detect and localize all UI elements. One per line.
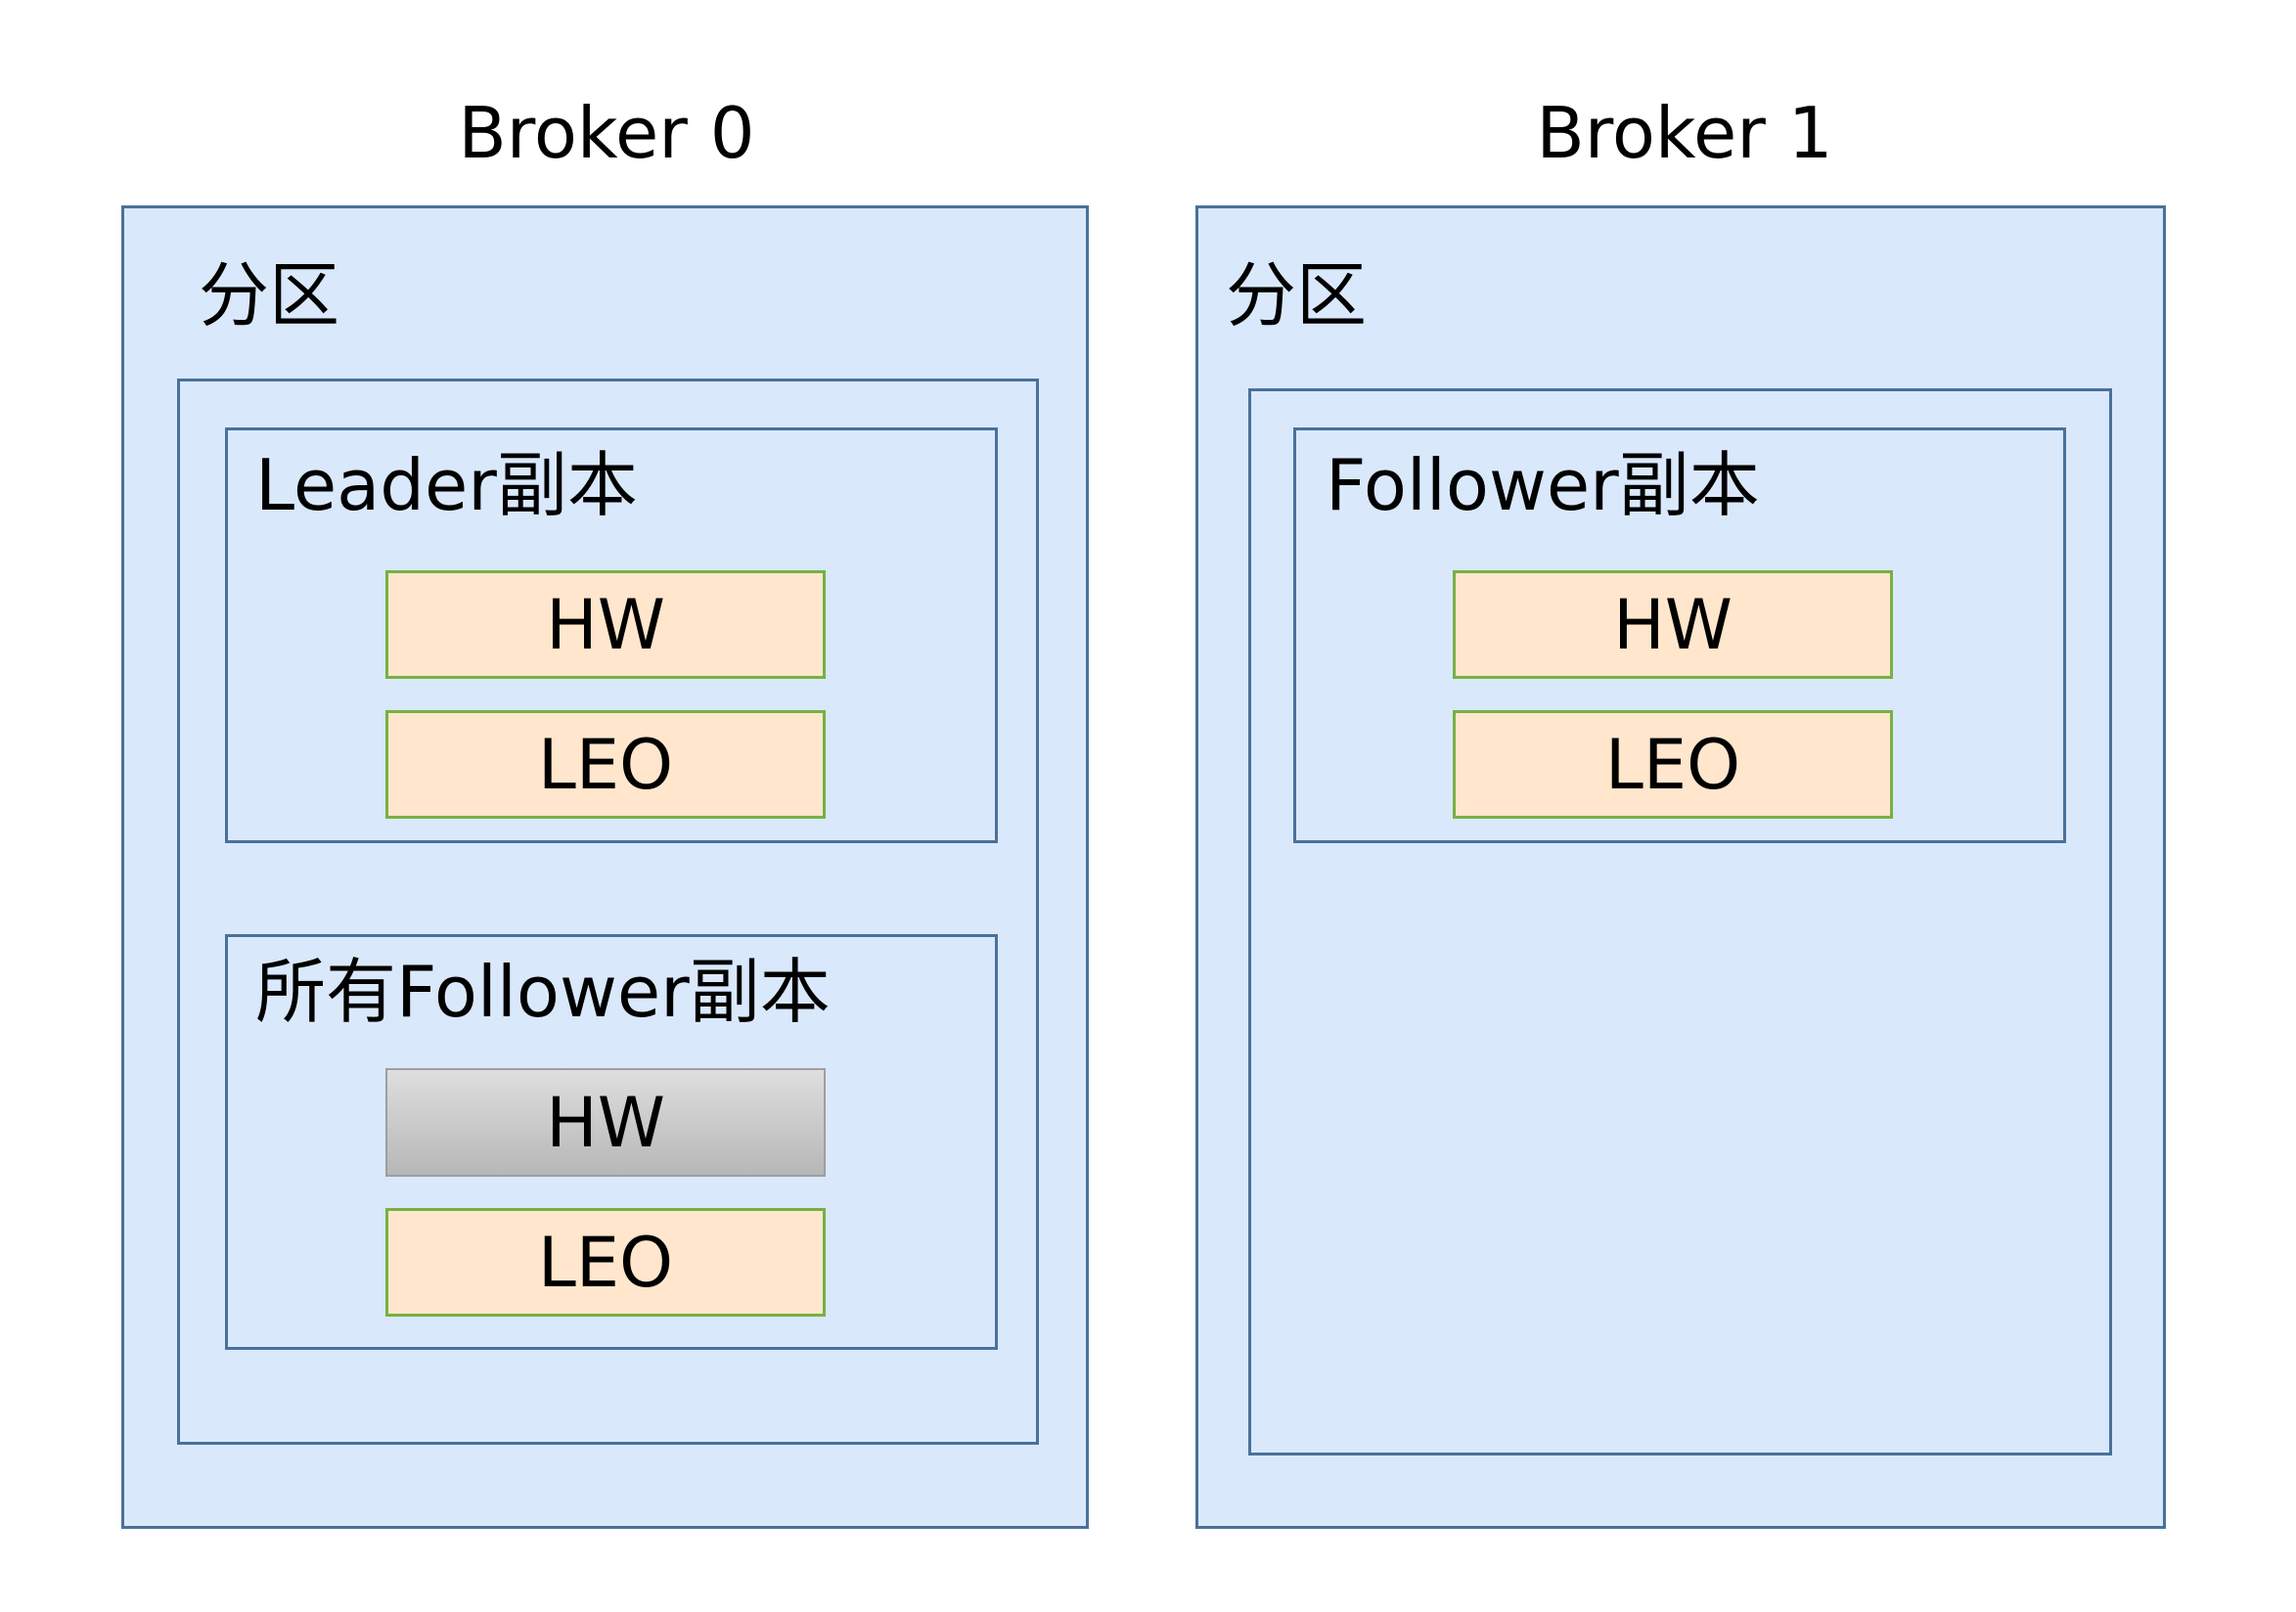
follower-replica-label: Follower副本 [1326, 444, 1760, 526]
broker-1-title: Broker 1 [1536, 92, 1833, 174]
leader-leo-box: LEO [385, 710, 826, 819]
broker-0-partition-label: 分区 [199, 254, 340, 336]
all-followers-hw-box: HW [385, 1068, 826, 1177]
broker-1-partition-label: 分区 [1226, 254, 1368, 336]
all-followers-leo-box: LEO [385, 1208, 826, 1317]
broker-0-title: Broker 0 [458, 92, 755, 174]
follower-hw-box: HW [1453, 570, 1893, 679]
follower-leo-box: LEO [1453, 710, 1893, 819]
all-followers-label: 所有Follower副本 [255, 951, 831, 1033]
leader-hw-box: HW [385, 570, 826, 679]
leader-replica-label: Leader副本 [255, 444, 638, 526]
